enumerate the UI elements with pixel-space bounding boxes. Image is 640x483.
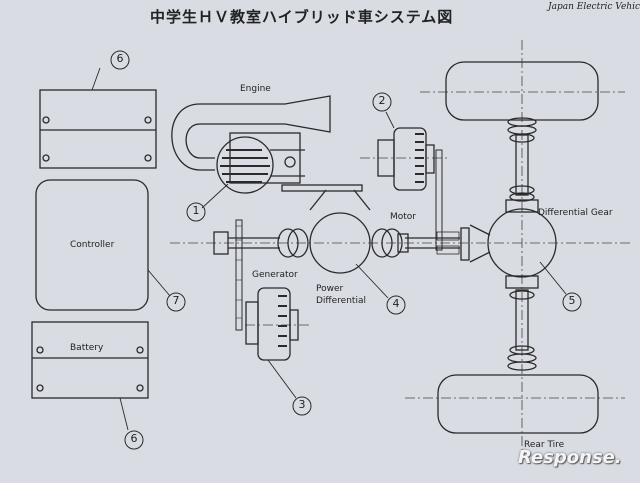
watermark: Response.	[518, 447, 622, 468]
motor-label: Motor	[390, 212, 417, 222]
differential-gear	[460, 199, 557, 289]
axle	[507, 117, 537, 371]
callout-6-top: 6	[116, 52, 124, 65]
callout-4: 4	[392, 297, 400, 310]
generator-label: Generator	[252, 270, 298, 280]
centerlines	[170, 40, 630, 450]
callout-5: 5	[568, 294, 576, 307]
leader-lines	[91, 67, 567, 431]
upper-boot	[507, 117, 537, 202]
input-shaft	[213, 219, 280, 331]
callout-2: 2	[378, 94, 386, 107]
callout-6-bottom: 6	[130, 432, 138, 445]
rear-tire-label: Rear Tire	[524, 440, 565, 450]
lower-boot	[507, 290, 537, 371]
battery-label: Battery	[70, 343, 104, 353]
upper-battery-box	[39, 89, 157, 169]
rear-tire	[437, 374, 599, 434]
engine-label: Engine	[240, 84, 271, 94]
upper-gear-strip	[281, 184, 363, 192]
diagram-title: 中学生ＨＶ教室ハイブリッド車システム図	[150, 8, 454, 26]
callout-7: 7	[172, 294, 180, 307]
callout-3: 3	[298, 398, 306, 411]
power-differential	[277, 189, 409, 274]
motor	[377, 127, 443, 251]
callout-1: 1	[192, 204, 200, 217]
front-tire	[445, 61, 599, 121]
power-differential-label-line1: Power	[316, 284, 344, 294]
controller-label: Controller	[70, 240, 115, 250]
power-differential-label-line2: Differential	[316, 296, 366, 306]
drive-shaft	[405, 231, 460, 255]
battery-box	[31, 321, 149, 399]
corner-text: Japan Electric Vehicle	[548, 2, 640, 12]
callout-circles	[110, 50, 582, 450]
differential-gear-label: Differential Gear	[538, 208, 613, 218]
controller-box	[35, 179, 149, 311]
engine	[171, 95, 331, 194]
generator	[245, 287, 299, 361]
